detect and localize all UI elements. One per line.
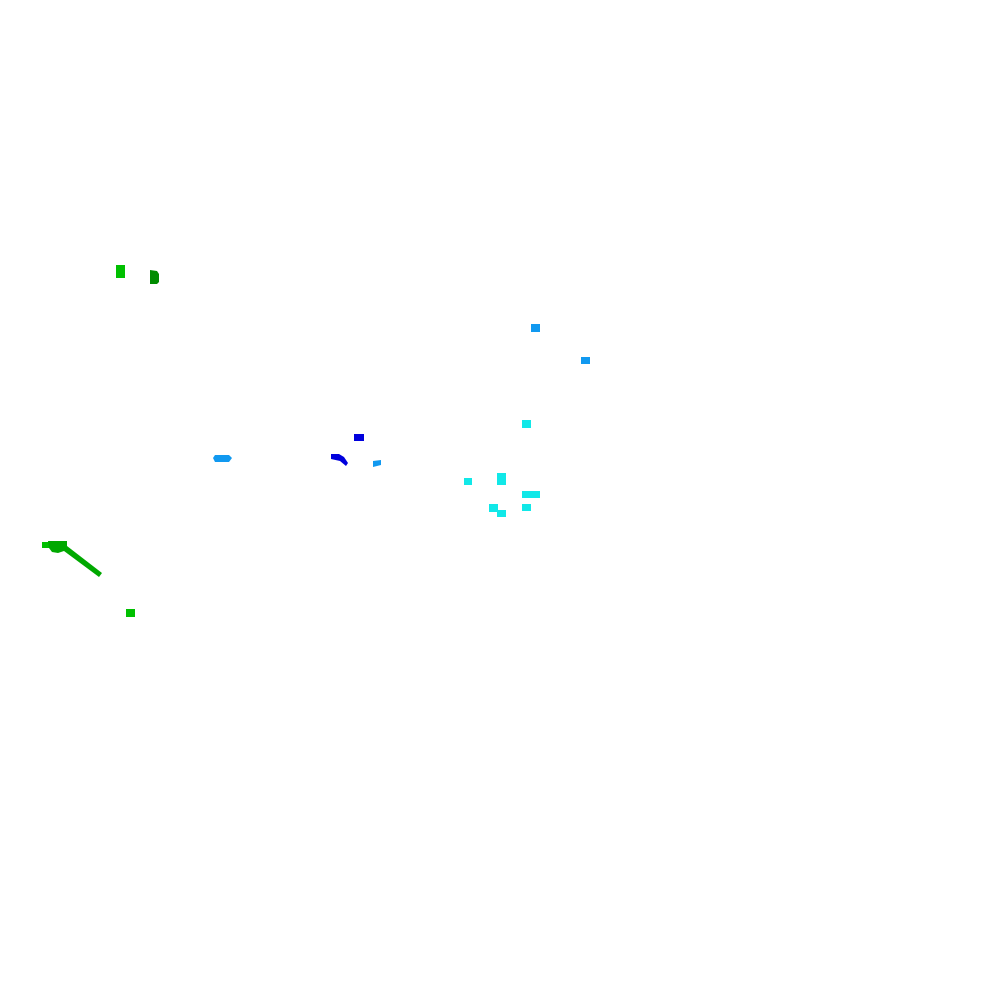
blue-mark <box>581 357 590 364</box>
green-mark <box>48 541 102 577</box>
cyan-fragments <box>464 420 540 517</box>
cyan-mark <box>522 504 531 511</box>
green-mark <box>116 265 125 278</box>
cyan-mark <box>522 491 540 498</box>
green-mark <box>150 270 159 284</box>
cyan-mark <box>489 504 498 512</box>
cyan-mark <box>464 478 472 485</box>
blue-mark <box>213 455 232 462</box>
cyan-mark <box>522 420 531 428</box>
blue-mark <box>354 434 364 441</box>
blue-mark <box>331 454 348 466</box>
blue-mark <box>373 460 381 467</box>
green-mark <box>126 609 135 617</box>
cyan-mark <box>497 510 506 517</box>
green-fragments <box>42 265 159 617</box>
blue-fragments <box>213 324 590 467</box>
cyan-mark <box>497 473 506 485</box>
blue-mark <box>531 324 540 332</box>
green-mark <box>42 542 50 548</box>
